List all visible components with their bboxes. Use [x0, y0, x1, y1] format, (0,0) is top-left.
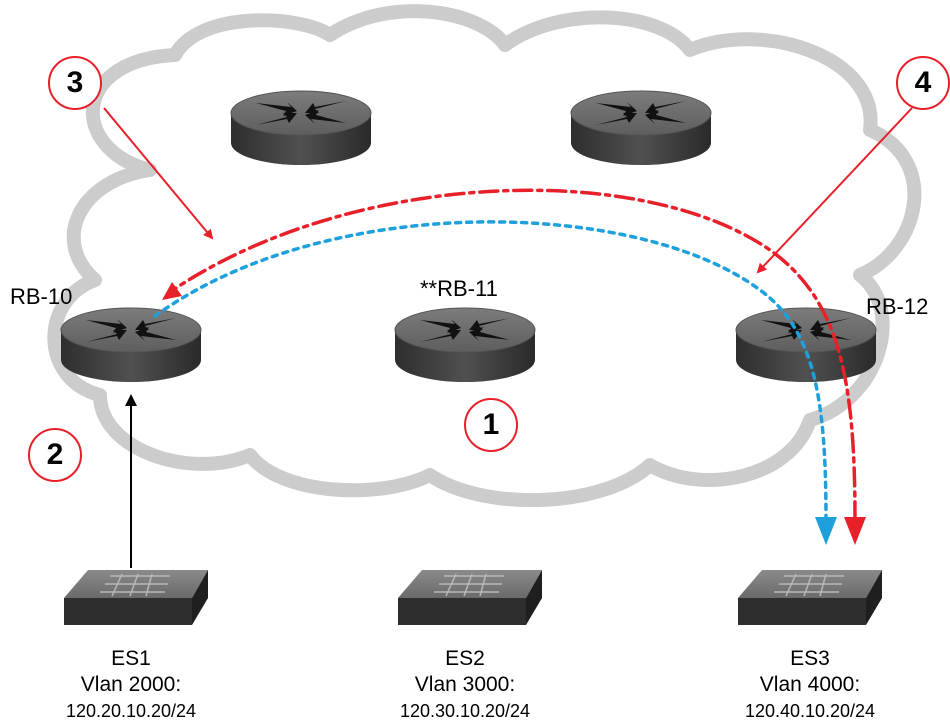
- router-arrows-icon: [761, 318, 851, 342]
- switch-vlan: Vlan 4000:: [759, 673, 861, 696]
- switch-label-es3: ES3 Vlan 4000: 120.40.10.20/24: [700, 646, 920, 724]
- blue-path: [153, 220, 828, 522]
- router-arrows-icon: [596, 101, 686, 125]
- switch-ip: 120.20.10.20/24: [65, 701, 197, 721]
- callout-badge-1: 1: [464, 398, 518, 452]
- switch-es3: [738, 570, 882, 625]
- callout-4-leader: [756, 107, 913, 274]
- switch-es2: [398, 570, 542, 625]
- switch-grid-icon: [774, 573, 844, 597]
- switch-ip: 120.30.10.20/24: [399, 701, 531, 721]
- callout-badge-2: 2: [28, 428, 82, 482]
- switch-es1: [64, 570, 208, 625]
- router-label-rb11: **RB-11: [420, 276, 498, 301]
- blue-arrowhead: [815, 517, 837, 545]
- switch-grid-icon: [100, 573, 170, 597]
- red-path: [168, 188, 857, 522]
- router-rb10: [60, 307, 202, 382]
- router-rb11: [394, 307, 536, 382]
- switch-name: ES2: [445, 647, 485, 670]
- router-rb12: [735, 307, 877, 382]
- red-arrowhead-es3: [844, 517, 866, 545]
- router-label-rb12: RB-12: [866, 294, 929, 319]
- router-arrows-icon: [86, 318, 176, 342]
- callout-3-leader: [103, 107, 214, 240]
- router-arrows-icon: [420, 318, 510, 342]
- switch-name: ES1: [111, 647, 151, 670]
- switch-ip: 120.40.10.20/24: [744, 701, 876, 721]
- callout-badge-4: 4: [896, 56, 950, 110]
- router-top-left: [230, 90, 372, 165]
- switch-grid-icon: [434, 573, 504, 597]
- switch-label-es2: ES2 Vlan 3000: 120.30.10.20/24: [355, 646, 575, 724]
- router-arrows-icon: [256, 101, 346, 125]
- router-label-rb10: RB-10: [10, 284, 73, 309]
- switch-name: ES3: [790, 647, 830, 670]
- switch-vlan: Vlan 3000:: [414, 673, 516, 696]
- switch-vlan: Vlan 2000:: [80, 673, 182, 696]
- router-top-right: [570, 90, 712, 165]
- switch-label-es1: ES1 Vlan 2000: 120.20.10.20/24: [21, 646, 241, 724]
- red-arrowhead-rb10: [162, 282, 182, 300]
- callout-badge-3: 3: [48, 56, 102, 110]
